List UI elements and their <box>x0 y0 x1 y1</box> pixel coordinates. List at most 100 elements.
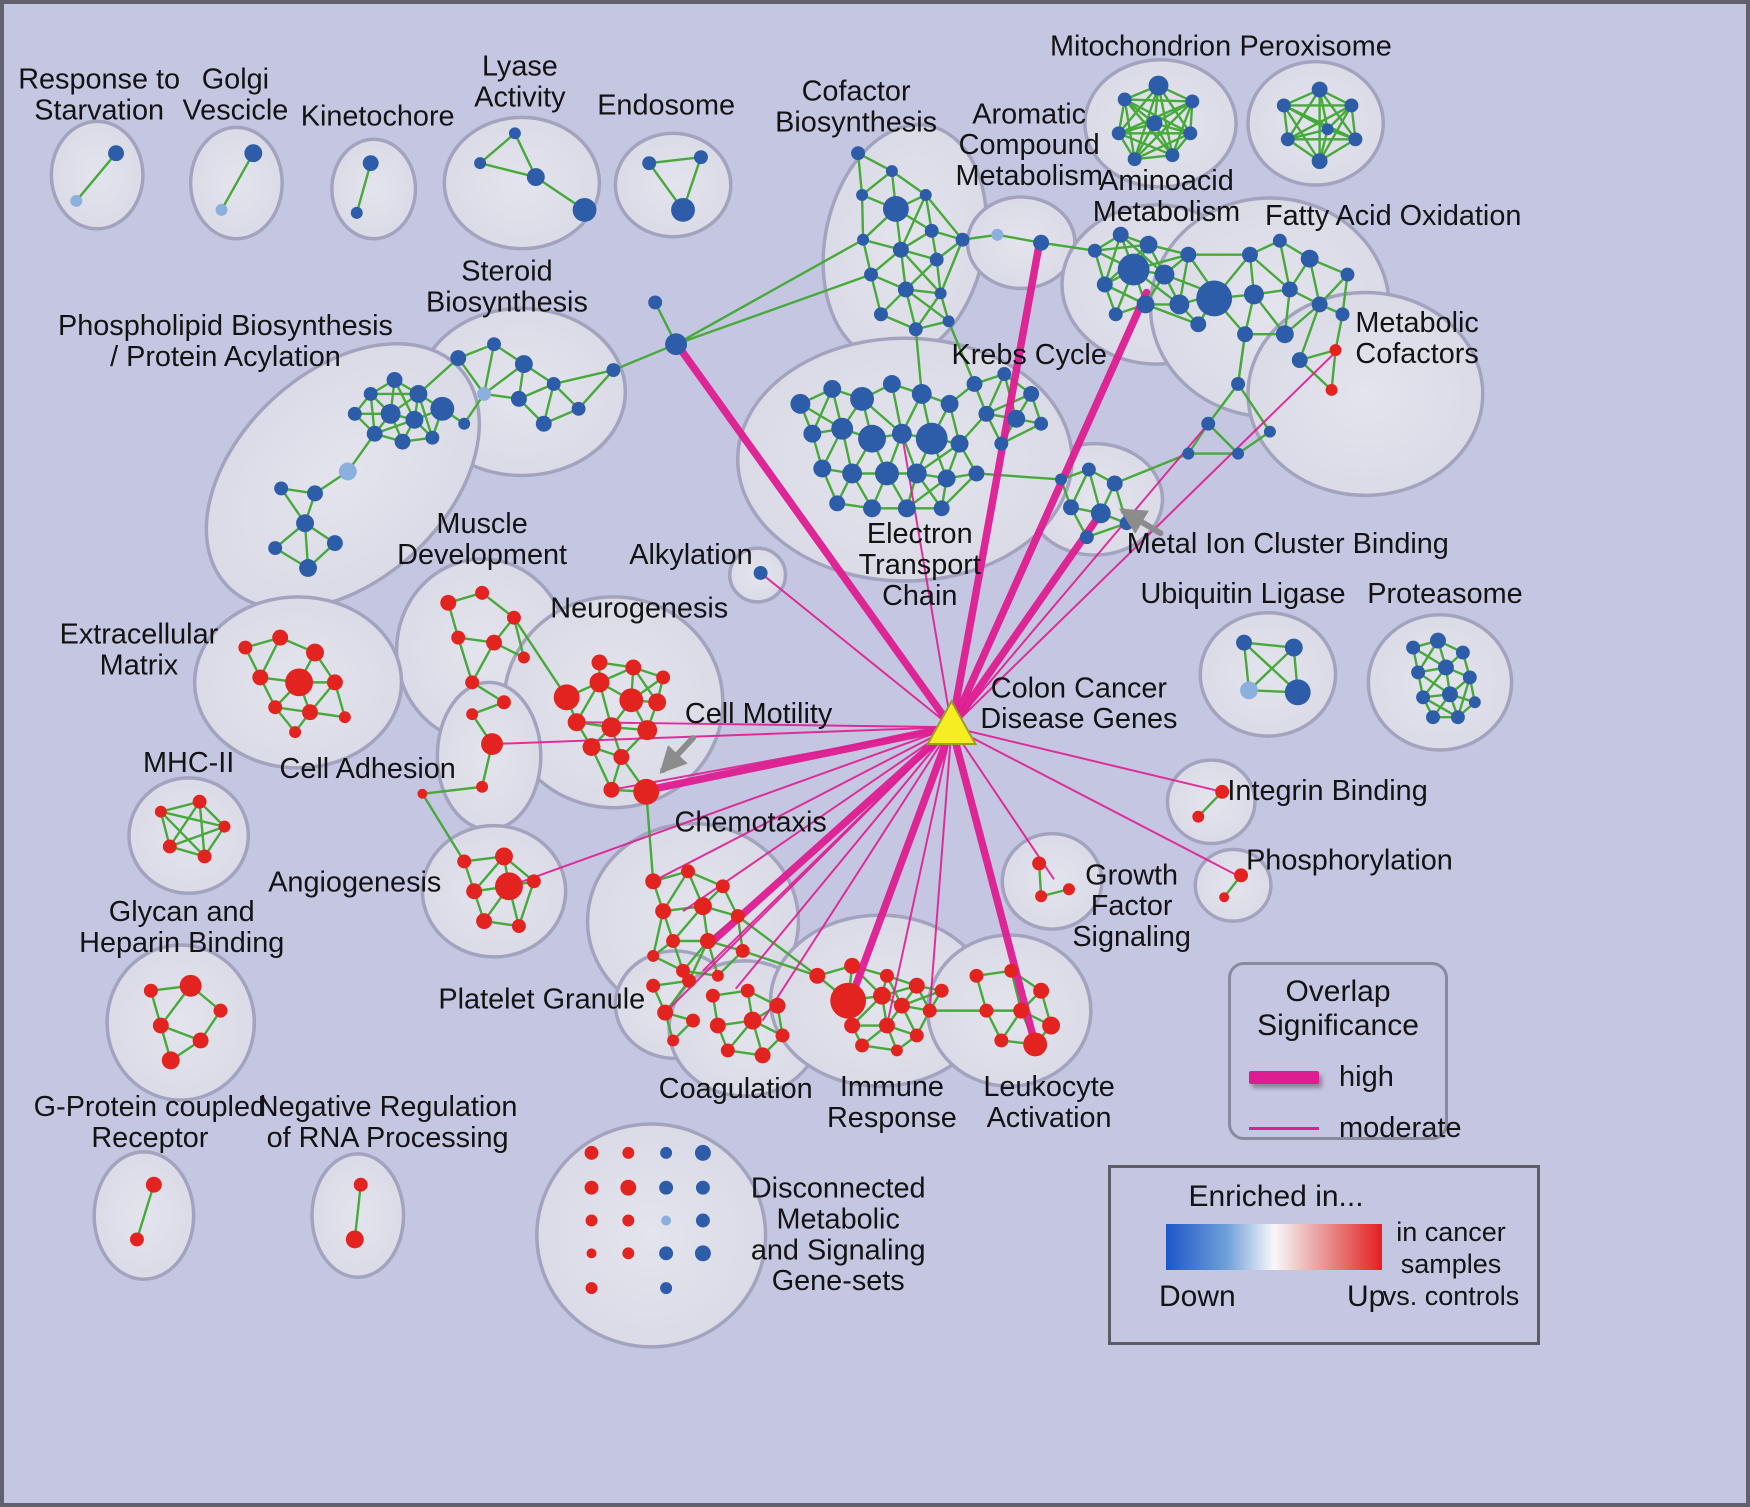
gene-overlap-edge <box>1144 303 1200 326</box>
gene-set-node <box>657 1004 674 1021</box>
gene-set-node <box>1055 473 1067 486</box>
gene-set-node <box>1242 246 1258 263</box>
legend-row-high: high <box>1249 1061 1445 1094</box>
gene-set-node <box>430 396 455 421</box>
gene-set-node <box>842 463 863 484</box>
gene-set-node <box>622 1247 635 1260</box>
gene-set-node <box>386 372 403 388</box>
gene-set-node <box>659 1180 674 1195</box>
gene-set-node <box>1276 98 1291 113</box>
gene-set-node <box>735 943 750 958</box>
gene-set-node <box>1335 307 1350 322</box>
gene-overlap-edge <box>1171 100 1194 157</box>
gene-overlap-edge <box>860 193 865 241</box>
gene-set-node <box>514 355 533 374</box>
gene-set-node <box>154 805 167 818</box>
gene-set-node <box>417 788 428 799</box>
moderate-significance-edge <box>951 726 1242 879</box>
gene-set-node <box>338 711 351 724</box>
gene-set-node <box>252 669 269 686</box>
gene-overlap-edge <box>940 472 978 510</box>
gene-set-node <box>775 1028 790 1043</box>
label-alkylation: Alkylation <box>629 539 752 571</box>
label-fatty-acid-oxidation: Fatty Acid Oxidation <box>1265 200 1521 232</box>
gene-set-node <box>506 610 521 625</box>
gene-set-node <box>307 485 323 502</box>
gene-set-node <box>661 1215 672 1226</box>
gene-set-node <box>1344 98 1359 113</box>
gene-set-node <box>1079 530 1094 545</box>
label-endosome: Endosome <box>597 89 735 121</box>
moderate-significance-edge <box>900 433 953 728</box>
gene-set-node <box>693 897 712 916</box>
label-mitochondrion: Mitochondrion <box>1050 31 1231 63</box>
high-significance-edge <box>709 723 956 945</box>
gene-set-node <box>366 425 383 442</box>
gene-set-node <box>1169 294 1190 315</box>
gene-set-node <box>966 376 983 392</box>
gene-set-node <box>425 430 440 445</box>
gene-set-node <box>622 1146 635 1159</box>
cluster-lyase-activity <box>442 115 602 251</box>
gene-set-node <box>855 1038 870 1053</box>
gene-set-node <box>915 422 948 455</box>
layer-arrows <box>659 508 1164 774</box>
gene-set-node <box>1035 890 1048 903</box>
gene-set-node <box>1340 267 1355 282</box>
label-cell-adhesion: Cell Adhesion <box>280 753 456 785</box>
gene-set-node <box>863 499 881 518</box>
gene-overlap-edge <box>1207 422 1240 455</box>
gene-set-node <box>362 155 379 172</box>
gene-set-node <box>754 1047 771 1064</box>
gene-overlap-edge <box>1298 303 1321 362</box>
gene-overlap-edge <box>914 328 923 396</box>
gene-set-node <box>831 417 854 440</box>
cluster-kinetochore <box>330 137 418 241</box>
gene-set-node <box>950 434 969 453</box>
gene-set-node <box>897 281 914 298</box>
gene-overlap-edge <box>1248 253 1291 291</box>
gene-set-node <box>1284 679 1311 706</box>
gene-set-node <box>682 973 696 988</box>
high-significance-edge <box>675 343 956 731</box>
gene-set-node <box>1232 447 1245 460</box>
gene-overlap-edge <box>1286 104 1353 141</box>
gene-overlap-edge <box>899 248 942 295</box>
cell-motility-arrow <box>659 735 696 774</box>
gene-set-node <box>1416 690 1431 705</box>
metal-ion-arrow <box>1119 508 1164 537</box>
gene-set-node <box>589 672 610 693</box>
gene-set-node <box>934 287 947 300</box>
gene-set-node <box>864 267 878 282</box>
gene-set-node <box>882 195 909 222</box>
gene-set-node <box>1032 856 1047 871</box>
gene-set-node <box>1272 233 1287 248</box>
gene-overlap-edge <box>1330 348 1337 392</box>
gene-set-node <box>1033 982 1050 999</box>
gene-set-node <box>299 559 317 577</box>
gene-set-node <box>1062 499 1079 516</box>
gene-set-node <box>474 157 487 170</box>
gene-set-node <box>642 156 657 171</box>
gene-overlap-edge <box>1236 382 1272 433</box>
gene-set-node <box>1013 1002 1030 1019</box>
gene-set-node <box>1348 132 1363 147</box>
gene-set-node <box>585 1282 598 1295</box>
gene-set-node <box>1240 681 1258 700</box>
gene-set-node <box>1441 686 1458 703</box>
gene-set-node <box>937 469 956 488</box>
gene-set-node <box>162 839 177 854</box>
gene-set-node <box>1437 659 1454 676</box>
gene-set-node <box>890 1044 903 1057</box>
gene-set-node <box>1096 276 1113 293</box>
gene-set-node <box>1112 226 1129 243</box>
label-cell-motility: Cell Motility <box>685 698 833 730</box>
gene-set-node <box>893 997 910 1014</box>
cluster-ubiquitin-ligase <box>1198 611 1338 738</box>
gene-set-node <box>1090 503 1111 524</box>
